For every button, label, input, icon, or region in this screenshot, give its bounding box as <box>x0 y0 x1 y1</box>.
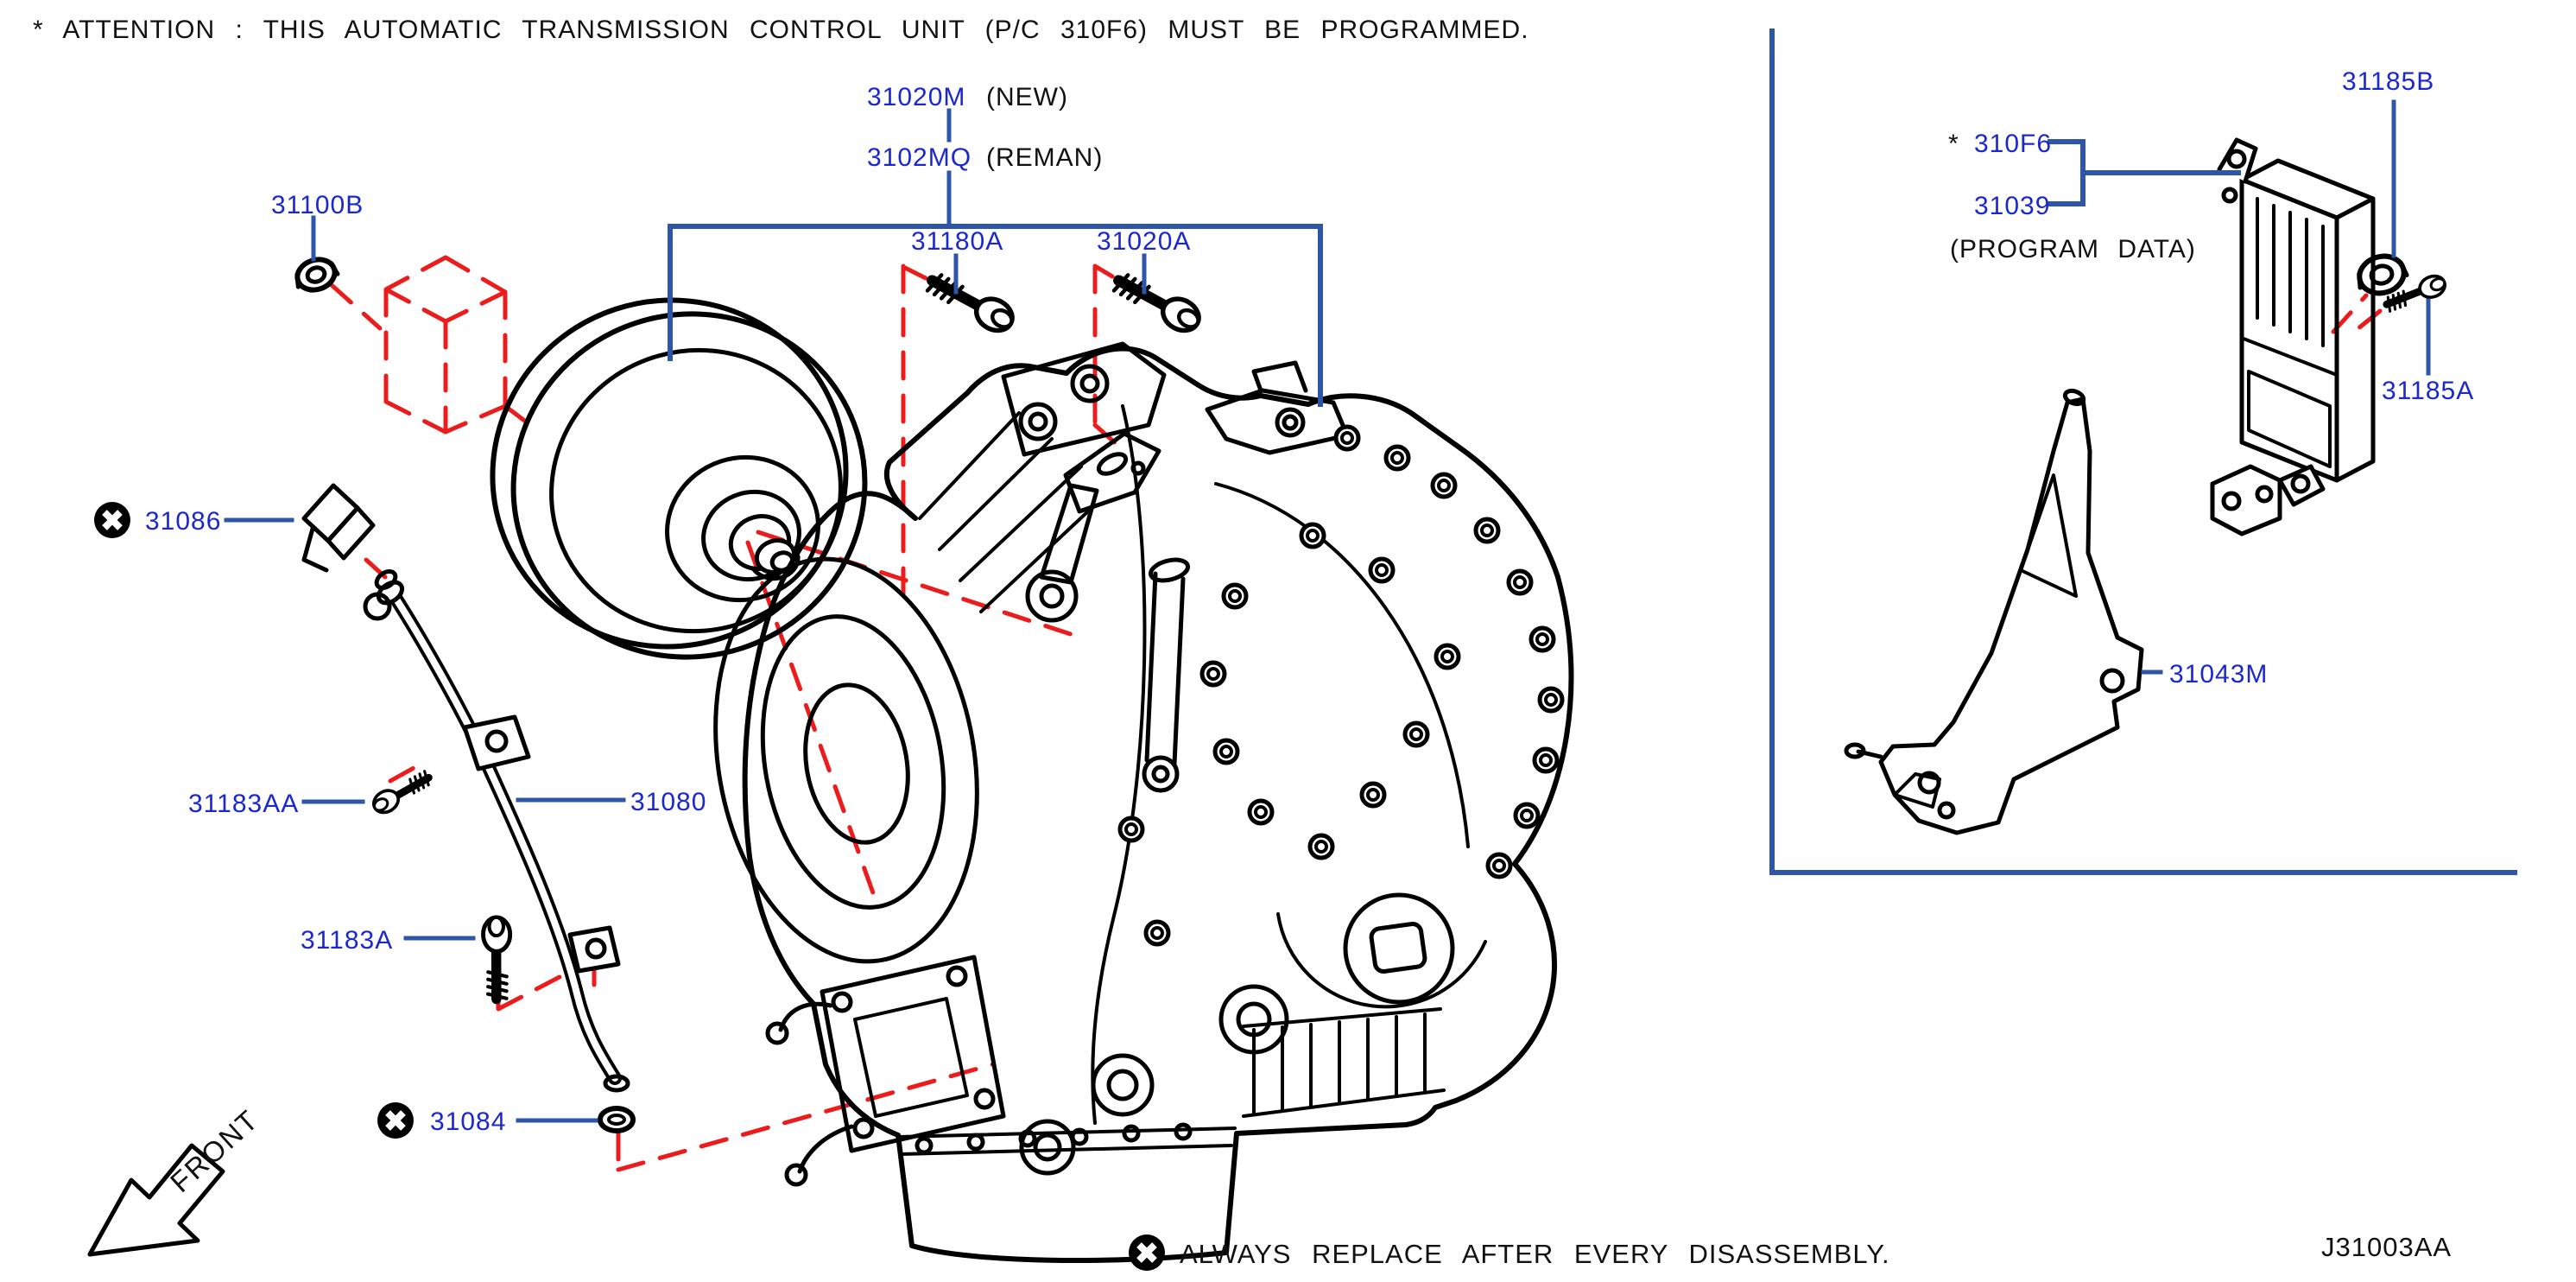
tube-lower-bolt-drawing <box>455 906 543 1006</box>
part-label-tc-new: 31020M <box>867 83 965 111</box>
attention-note: * ATTENTION : THIS AUTOMATIC TRANSMISSIO… <box>33 16 1529 44</box>
replace-note: ALWAYS REPLACE AFTER EVERY DISASSEMBLY. <box>1180 1239 1890 1269</box>
part-label-tube: 31080 <box>630 788 706 816</box>
pc-asterisk: * <box>1948 130 1959 158</box>
replace-marker-icon-clip <box>94 502 130 538</box>
program-data-note: (PROGRAM DATA) <box>1950 235 2196 263</box>
part-label-bolt-housing: 31180A <box>911 227 1003 256</box>
part-label-bracket-tcu: 31043M <box>2169 660 2268 689</box>
part-label-oring: 31084 <box>430 1107 506 1136</box>
tcu-module-drawing <box>2210 137 2376 536</box>
replace-marker-icon-oring <box>377 1102 414 1139</box>
part-label-pc-code: 310F6 <box>1974 130 2052 158</box>
converter-bolt-drawing <box>1114 275 1204 336</box>
tcu-nut-drawing <box>2357 253 2409 296</box>
converter-housing-nut-drawing <box>294 257 340 293</box>
part-label-nut-converter-housing: 31100B <box>271 191 364 219</box>
leader-lines <box>224 29 2517 1123</box>
torque-converter-drawing <box>490 297 868 660</box>
part-label-program-code: 31039 <box>1974 192 2050 220</box>
part-note-tc-new: (NEW) <box>986 83 1068 111</box>
part-label-bolt-converter: 31020A <box>1097 227 1191 256</box>
part-label-bolt-tcu: 31185A <box>2382 377 2474 405</box>
part-label-nut-tcu: 31185B <box>2342 67 2434 96</box>
housing-bolt-drawing <box>927 275 1017 336</box>
part-note-tc-reman: (REMAN) <box>986 143 1103 172</box>
replace-marker-icon-legend <box>1129 1234 1165 1271</box>
front-arrow-icon <box>87 1143 225 1257</box>
part-label-clip: 31086 <box>145 507 221 536</box>
tube-upper-bolt-drawing <box>364 754 434 829</box>
tcu-bracket-drawing <box>1844 388 2144 835</box>
clip-drawing <box>301 483 398 591</box>
oil-level-gauge-tube-drawing <box>363 580 630 1093</box>
part-label-bolt-tube-lower: 31183A <box>301 926 393 955</box>
inset-panel-border <box>1769 29 2517 875</box>
diagram-code: J31003AA <box>2321 1232 2452 1262</box>
transaxle-case-drawing <box>713 341 1574 1263</box>
oring-drawing <box>598 1106 636 1133</box>
part-label-bolt-tube-upper: 31183AA <box>188 790 299 818</box>
part-label-tc-reman: 3102MQ <box>867 143 972 172</box>
